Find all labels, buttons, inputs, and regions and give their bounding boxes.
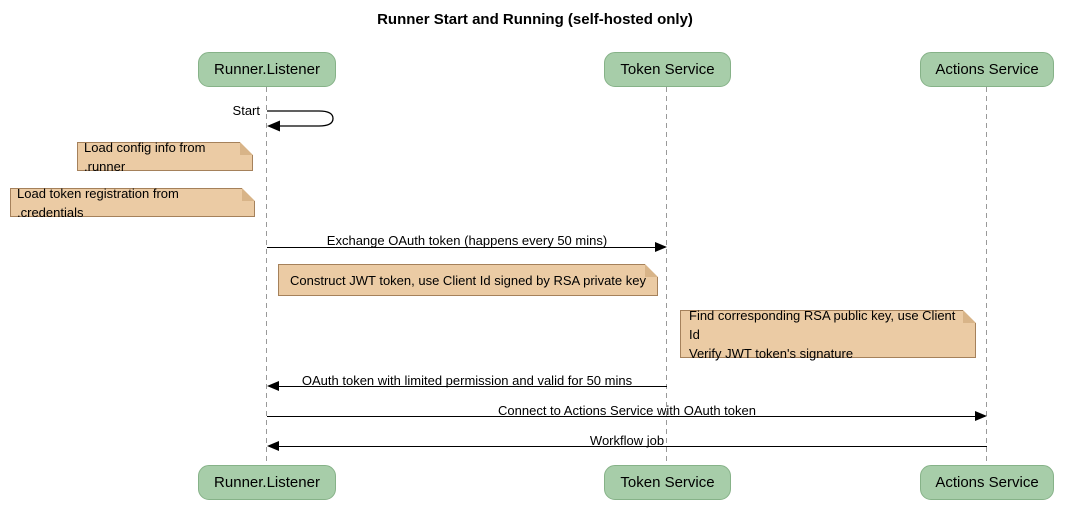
message-line-workflow-job (269, 446, 987, 447)
note-verify-jwt: Find corresponding RSA public key, use C… (680, 308, 976, 361)
participant-token-service-bottom: Token Service (604, 465, 731, 500)
arrowhead-right-icon (655, 242, 667, 252)
message-line-connect-actions (267, 416, 985, 417)
diagram-title: Runner Start and Running (self-hosted on… (377, 11, 693, 28)
self-message-loop-arrow (267, 110, 334, 132)
note-load-registration: Load token registration from .credential… (10, 186, 255, 220)
message-label-connect-actions: Connect to Actions Service with OAuth to… (498, 403, 756, 418)
lifeline-runner-listener (266, 87, 267, 465)
message-label-exchange-oauth: Exchange OAuth token (happens every 50 m… (326, 233, 608, 248)
participant-token-service-top: Token Service (604, 52, 731, 87)
lifeline-actions-service (986, 87, 987, 465)
message-line-exchange-oauth (267, 247, 665, 248)
arrowhead-left-icon (267, 441, 279, 451)
message-label-start: Start (232, 103, 260, 118)
note-load-config: Load config info from .runner (77, 140, 253, 174)
self-loop-arrowhead-icon (267, 120, 280, 132)
message-label-oauth-token-return: OAuth token with limited permission and … (301, 373, 633, 388)
participant-runner-listener-bottom: Runner.Listener (198, 465, 336, 500)
participant-actions-service-bottom: Actions Service (920, 465, 1054, 500)
self-loop-line (267, 110, 334, 127)
arrowhead-right-icon (975, 411, 987, 421)
note-construct-jwt: Construct JWT token, use Client Id signe… (278, 264, 658, 296)
message-label-workflow-job: Workflow job (589, 433, 665, 448)
arrowhead-left-icon (267, 381, 279, 391)
lifeline-token-service (666, 87, 667, 465)
message-line-oauth-token-return (269, 386, 667, 387)
participant-runner-listener-top: Runner.Listener (198, 52, 336, 87)
participant-actions-service-top: Actions Service (920, 52, 1054, 87)
